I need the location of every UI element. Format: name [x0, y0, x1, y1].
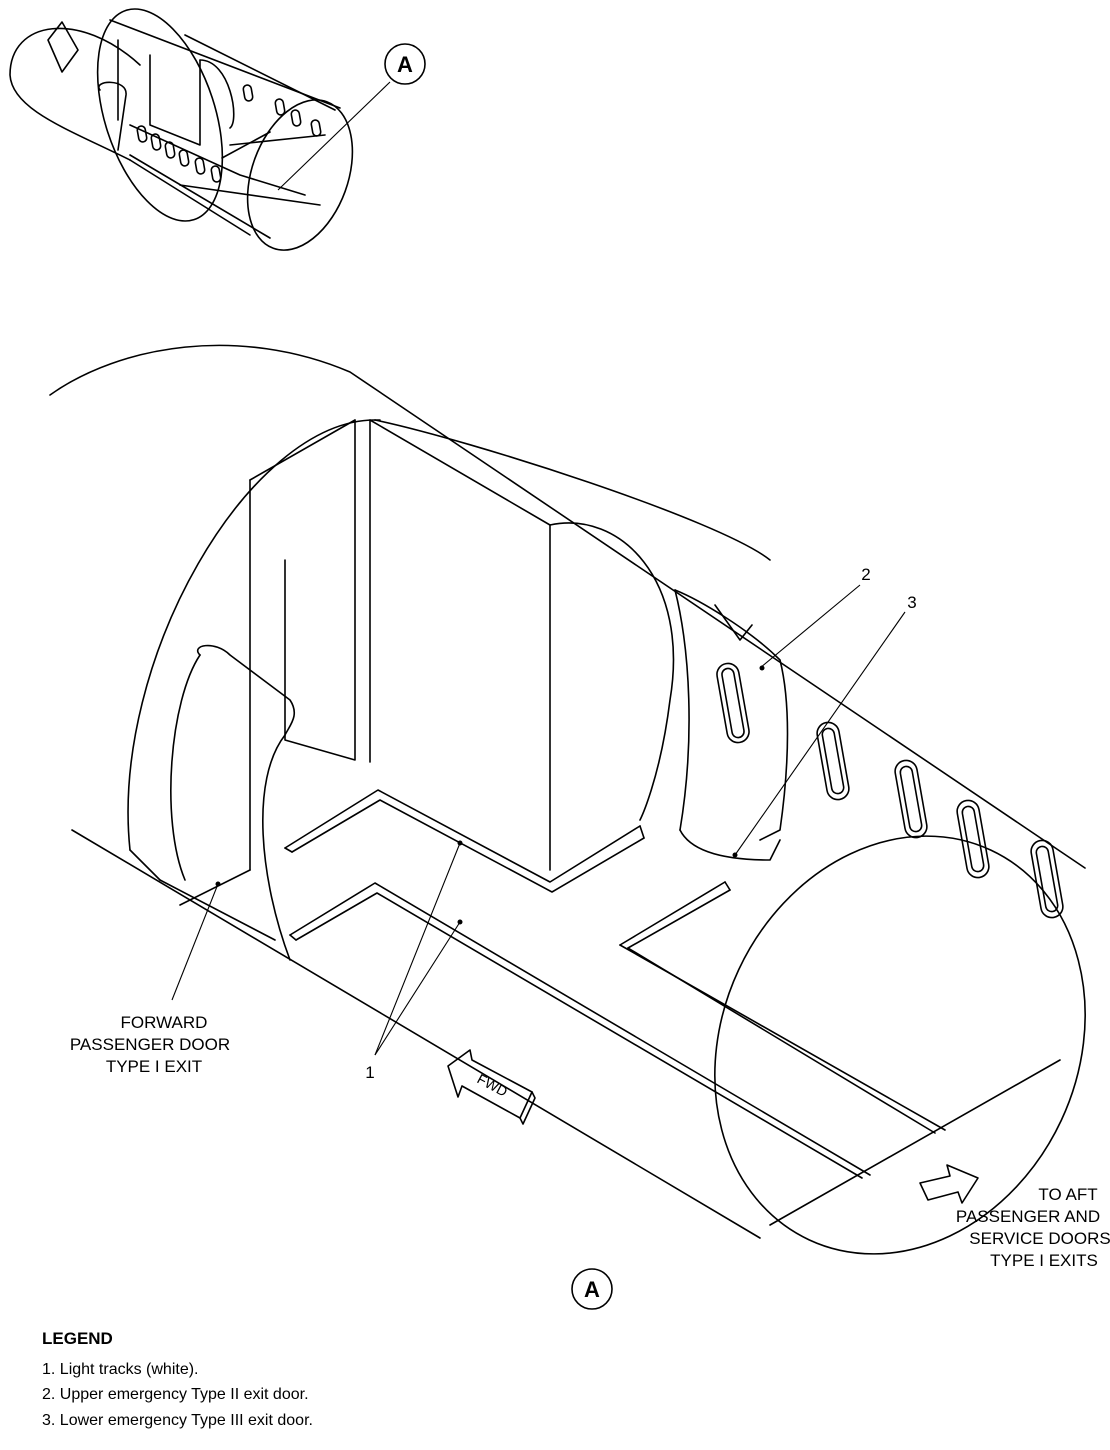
main-fuselage [49, 344, 1086, 1255]
legend: LEGEND 1. Light tracks (white). 2. Upper… [42, 1328, 313, 1435]
callout-leaders [171, 584, 906, 1056]
aft-arrow-icon [919, 1164, 979, 1204]
svg-text:PASSENGER DOOR: PASSENGER DOOR [70, 1035, 230, 1054]
legend-title: LEGEND [42, 1329, 113, 1348]
svg-text:A: A [397, 52, 413, 77]
legend-item-1: 1. Light tracks (white). [42, 1360, 199, 1378]
detail-ref-top: A [384, 43, 426, 85]
svg-text:TYPE I EXIT: TYPE I EXIT [106, 1057, 202, 1076]
svg-text:A: A [584, 1277, 600, 1302]
svg-text:FORWARD: FORWARD [121, 1013, 208, 1032]
callout-3: 3 [907, 593, 916, 612]
detail-ref-bottom: A [571, 1268, 613, 1310]
svg-text:TO AFT: TO AFT [1038, 1185, 1097, 1204]
svg-text:SERVICE DOORS: SERVICE DOORS [969, 1229, 1110, 1248]
svg-text:PASSENGER AND: PASSENGER AND [956, 1207, 1100, 1226]
svg-text:TYPE I EXITS: TYPE I EXITS [990, 1251, 1098, 1270]
cabin-exit-diagram: A [9, 8, 1110, 1310]
forward-door-label: FORWARD PASSENGER DOOR TYPE I EXIT [70, 1013, 230, 1076]
aft-doors-label: TO AFT PASSENGER AND SERVICE DOORS TYPE … [956, 1185, 1110, 1270]
callout-2: 2 [861, 565, 870, 584]
legend-item-3: 3. Lower emergency Type III exit door. [42, 1411, 313, 1429]
legend-item-2: 2. Upper emergency Type II exit door. [42, 1386, 309, 1404]
overview-fuselage [9, 8, 391, 251]
callout-1: 1 [365, 1063, 374, 1082]
